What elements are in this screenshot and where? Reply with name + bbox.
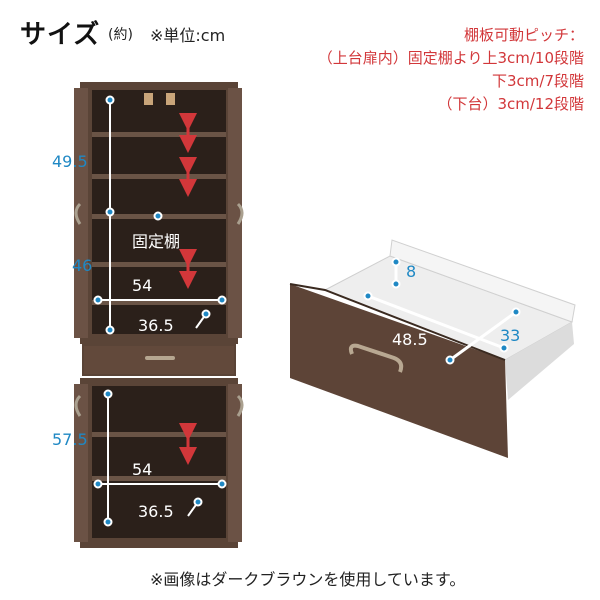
- dimension-lines: [93, 95, 227, 527]
- upper-left-door: [74, 88, 88, 338]
- drawer-handle: [145, 356, 175, 360]
- drawer-illustration: [289, 239, 576, 458]
- lower-right-door: [228, 384, 242, 542]
- lower-right-handle: [236, 394, 244, 417]
- lower-depth-label: 36.5: [138, 502, 174, 521]
- middle-height-label: 46: [72, 256, 93, 275]
- lower-cabinet: [74, 378, 244, 548]
- upper-height-label: 49.5: [52, 152, 88, 171]
- cabinet-drawer: [82, 344, 236, 376]
- drawer-depth-label: 33: [500, 326, 521, 345]
- lower-left-door: [74, 384, 88, 542]
- pitch-note-line1: 棚板可動ピッチ：: [463, 26, 584, 44]
- lower-left-handle: [74, 394, 82, 417]
- lower-width-label: 54: [132, 460, 153, 479]
- lower-height-label: 57.5: [52, 430, 88, 449]
- page-title: サイズ: [20, 20, 101, 50]
- drawer-front-handle: [348, 343, 404, 373]
- footer-note: ※画像はダークブラウンを使用しています。: [150, 570, 466, 589]
- upper-depth-label: 36.5: [138, 316, 174, 335]
- fixed-shelf-label: 固定棚: [132, 232, 181, 251]
- hinge-left: [144, 93, 153, 105]
- pitch-note-line3: 下3cm/7段階: [492, 72, 584, 90]
- unit-label: ※単位:cm: [150, 26, 226, 45]
- drawer-width-label: 48.5: [392, 330, 428, 349]
- upper-width-label: 54: [132, 276, 153, 295]
- upper-left-handle: [74, 202, 82, 225]
- pitch-note-line2: （上台扉内）固定棚より上3cm/10段階: [317, 49, 584, 67]
- drawer-height-label: 8: [406, 262, 417, 281]
- pitch-note-line4: （下台）3cm/12段階: [437, 95, 584, 113]
- upper-right-door: [228, 88, 242, 338]
- upper-right-handle: [236, 202, 244, 225]
- hinge-right: [166, 93, 175, 105]
- title-approx: (約): [108, 27, 133, 43]
